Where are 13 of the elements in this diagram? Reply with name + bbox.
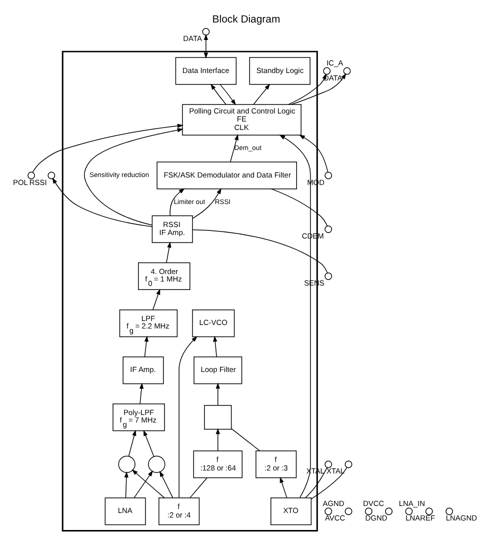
node-label: RSSI [29, 178, 47, 187]
node-label: DGND [365, 514, 388, 523]
node-label: DVCC [363, 498, 384, 508]
node-label: POL [12, 178, 28, 187]
node-label: LNA_IN [398, 498, 425, 508]
node-label: DATA [183, 34, 202, 44]
node-label: AVCC [324, 514, 346, 523]
node-label: LNAREF [406, 514, 436, 523]
node-label: IC_A [326, 58, 344, 68]
node-label: LNAGND [446, 514, 477, 523]
diagram-title: Block Diagram [212, 14, 280, 26]
node-label: XTAL [326, 466, 345, 476]
node-label: AGND [322, 498, 344, 508]
